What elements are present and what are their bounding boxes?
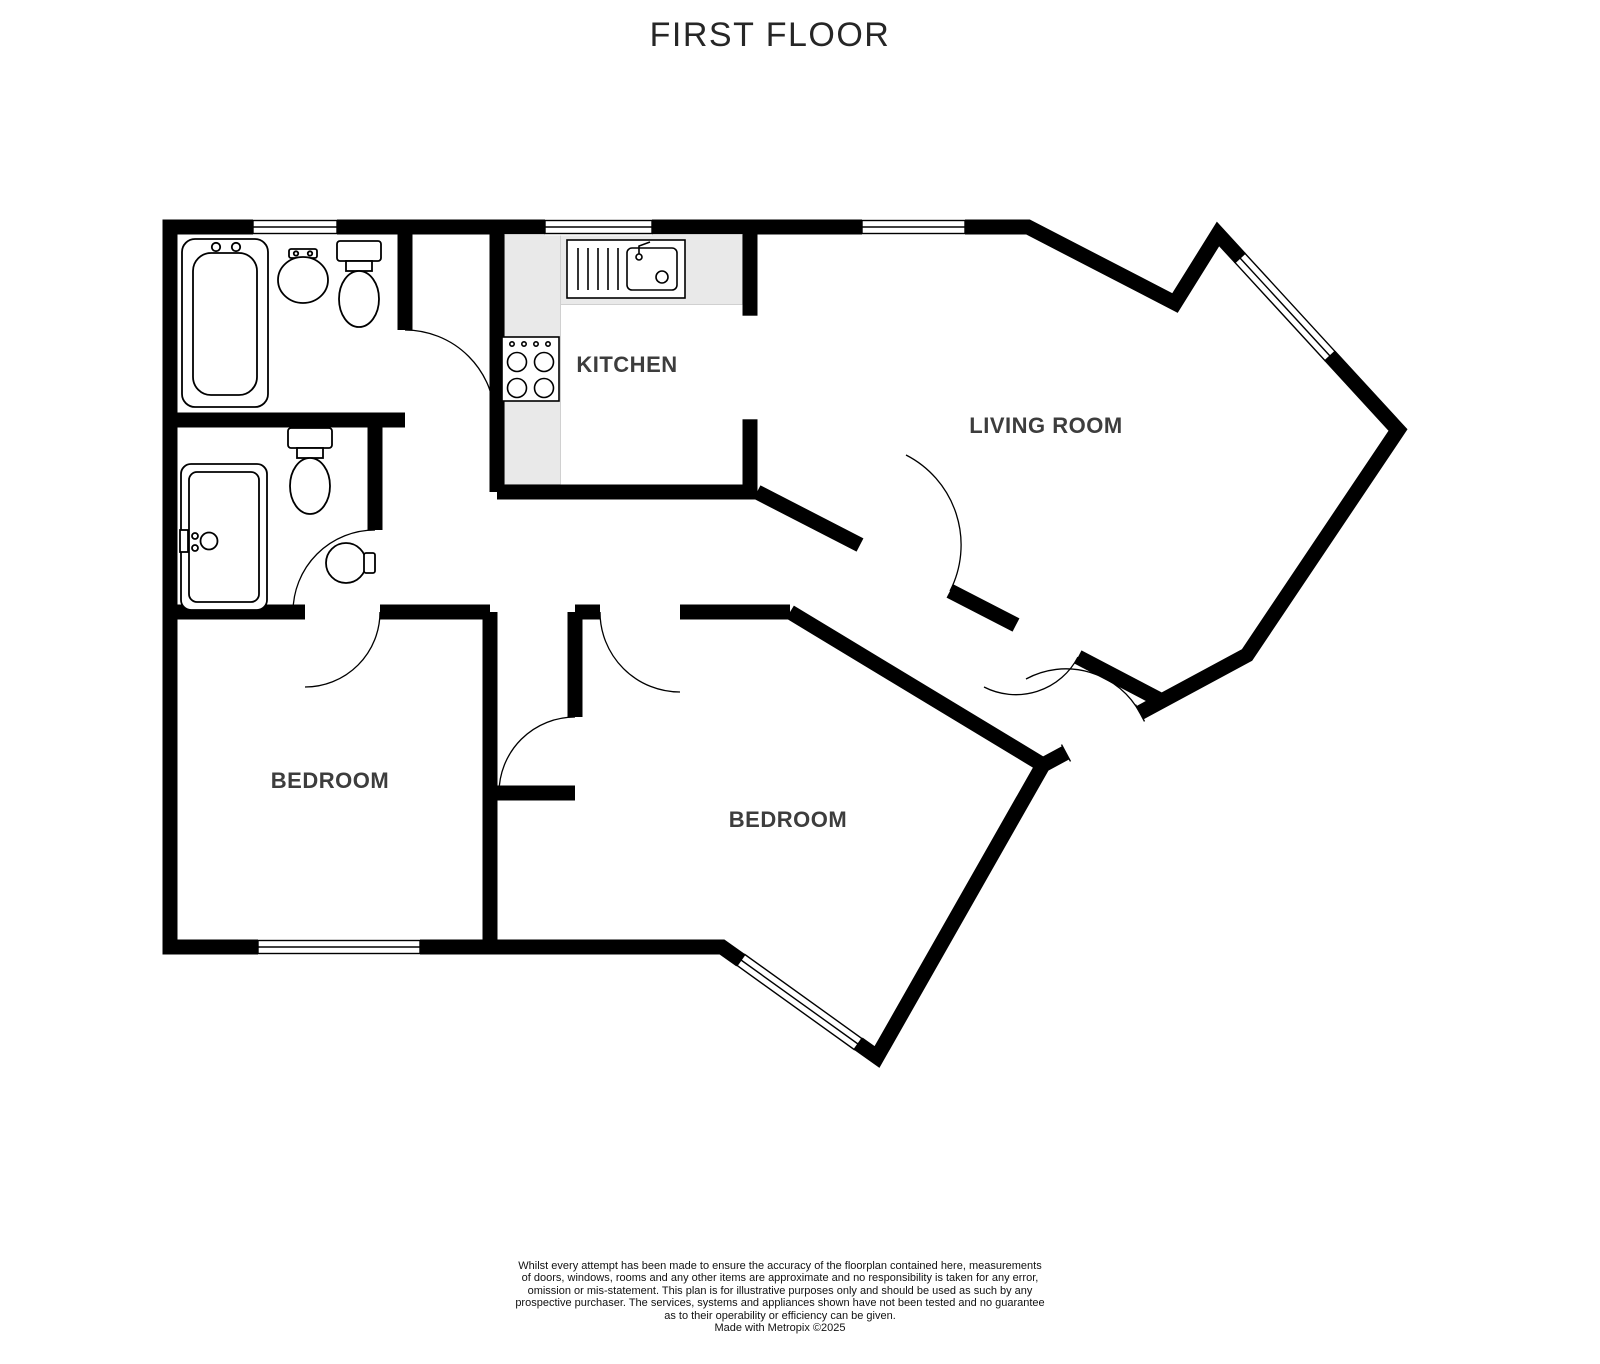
hob-fixture bbox=[501, 336, 560, 402]
shower-tray-fixture bbox=[179, 463, 268, 611]
window-living-room-diagonal bbox=[1233, 251, 1337, 363]
basin-fixture-2 bbox=[325, 542, 376, 584]
disclaimer-line: prospective purchaser. The services, sys… bbox=[515, 1297, 1045, 1310]
disclaimer: Whilst every attempt has been made to en… bbox=[0, 1260, 1560, 1334]
room-label-living-room: LIVING ROOM bbox=[969, 413, 1122, 438]
door-arc-entry bbox=[1025, 668, 1141, 714]
door-arcs bbox=[292, 329, 1141, 794]
floor-title: FIRST FLOOR bbox=[649, 16, 891, 54]
disclaimer-line: Whilst every attempt has been made to en… bbox=[518, 1260, 1042, 1272]
door-arc-bedroom-2 bbox=[599, 611, 681, 693]
disclaimer-line: as to their operability or efficiency ca… bbox=[664, 1309, 896, 1322]
exterior-walls bbox=[162, 219, 1408, 1068]
window-bedroom-2-bay bbox=[735, 952, 864, 1052]
door-arc-bathroom-2 bbox=[292, 529, 376, 613]
room-label-bedroom-1: BEDROOM bbox=[271, 768, 389, 793]
interior-walls bbox=[170, 227, 1166, 947]
disclaimer-line: omission or mis-statement. This plan is … bbox=[527, 1284, 1033, 1297]
window-living-room-top bbox=[861, 218, 966, 236]
door-arc-living-room bbox=[905, 454, 962, 592]
pedestal-basin-fixture bbox=[277, 248, 329, 304]
toilet-fixture-2 bbox=[287, 427, 333, 515]
toilet-fixture-1 bbox=[336, 240, 382, 328]
disclaimer-credit: Made with Metropix ©2025 bbox=[714, 1322, 846, 1335]
bathtub-fixture bbox=[181, 238, 269, 408]
door-arc-cupboard bbox=[498, 716, 576, 794]
kitchen-sink-fixture bbox=[566, 239, 686, 299]
kitchen-opening bbox=[742, 314, 758, 421]
window-kitchen bbox=[544, 218, 653, 236]
windows bbox=[252, 218, 1337, 1052]
door-arc-bathroom-1 bbox=[404, 329, 496, 421]
room-label-kitchen: KITCHEN bbox=[576, 352, 677, 377]
room-label-bedroom-2: BEDROOM bbox=[729, 807, 847, 832]
disclaimer-line: of doors, windows, rooms and any other i… bbox=[521, 1272, 1039, 1285]
window-bathroom bbox=[252, 218, 338, 236]
door-arc-bedroom-1 bbox=[304, 611, 381, 688]
window-bedroom-1 bbox=[257, 938, 421, 956]
